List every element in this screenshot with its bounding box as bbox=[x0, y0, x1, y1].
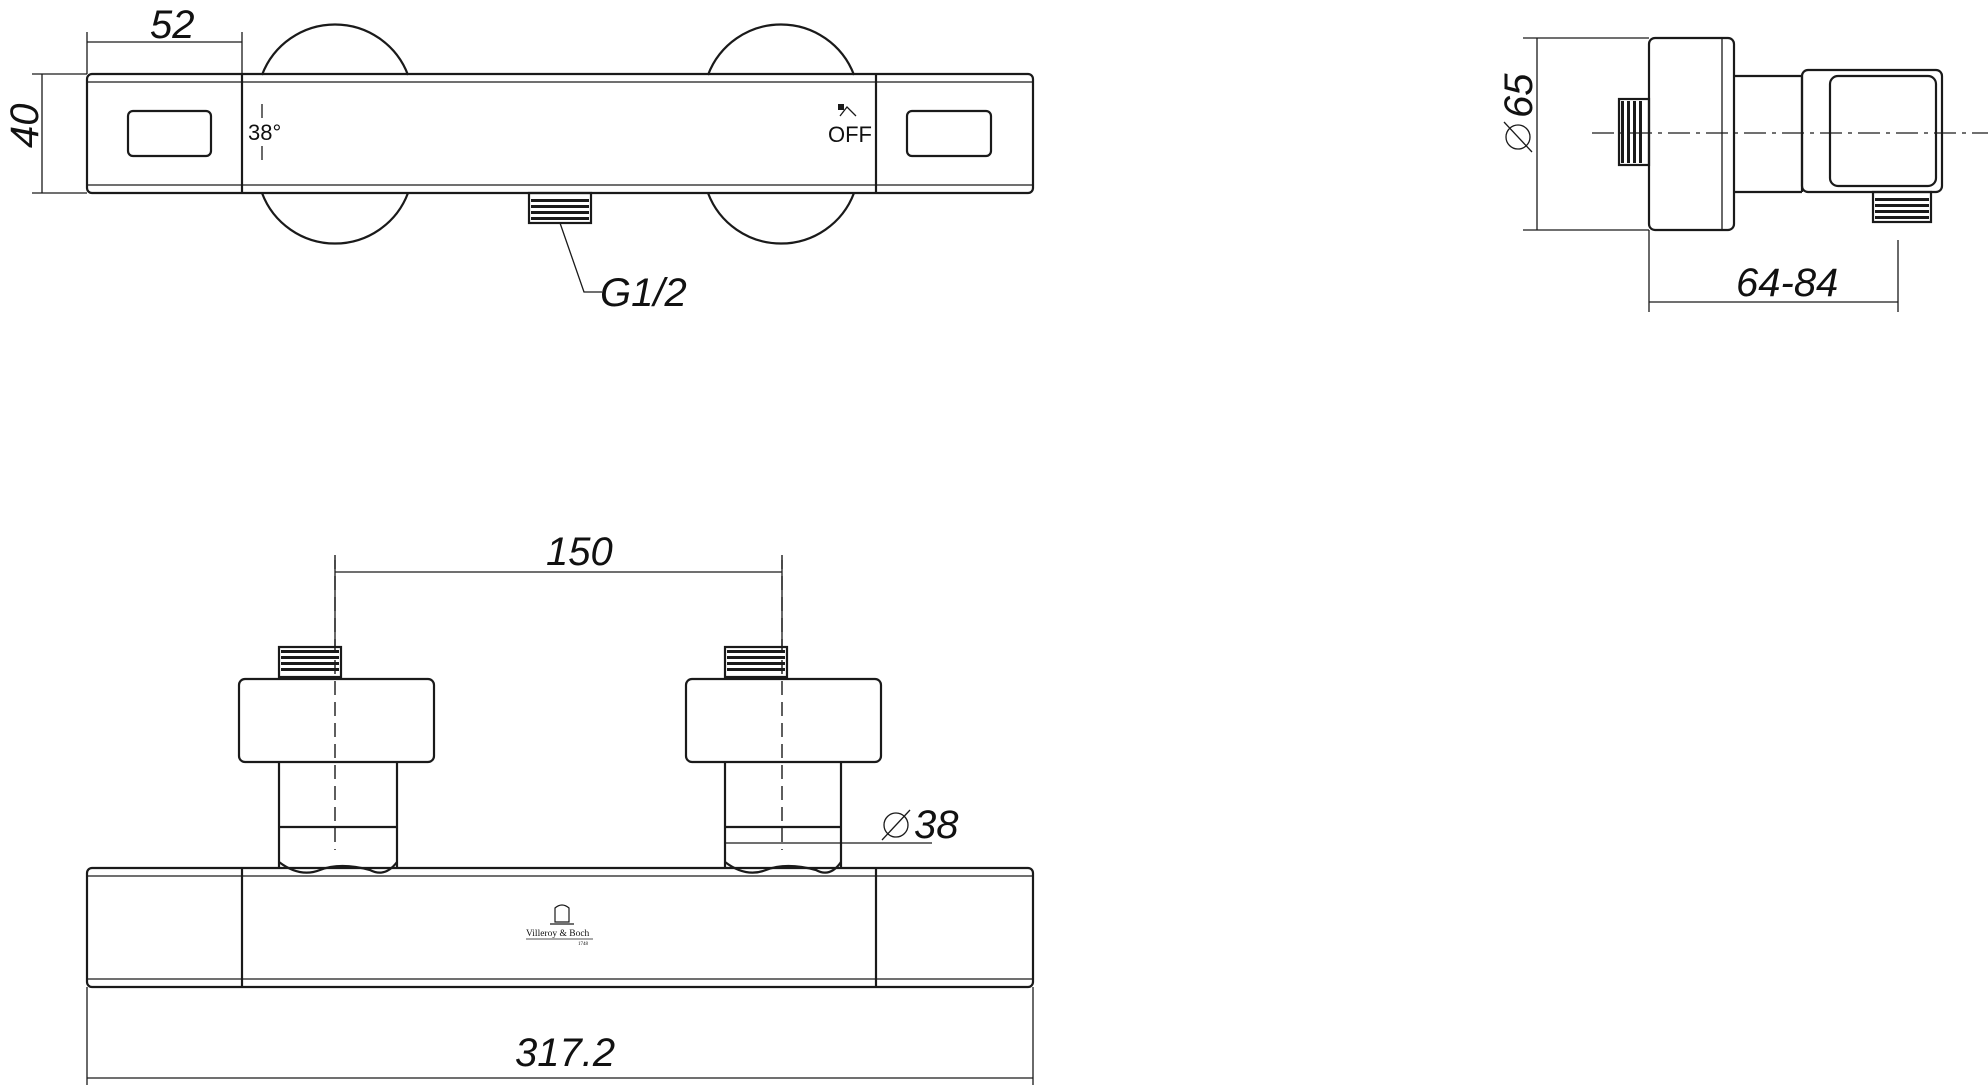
dim-38-text: 38 bbox=[914, 803, 959, 847]
body-top bbox=[85, 72, 1035, 195]
off-label: OFF bbox=[828, 122, 872, 147]
connector-right-weld bbox=[724, 861, 842, 874]
end-cap-right bbox=[905, 109, 993, 158]
handle-left-top-arc bbox=[260, 23, 410, 76]
side-body bbox=[1647, 36, 1736, 232]
end-cap-left bbox=[126, 109, 213, 158]
side-view: 65 64-84 bbox=[1497, 36, 1988, 312]
handle-right-bottom-arc bbox=[706, 192, 856, 245]
connector-left-weld bbox=[278, 861, 398, 874]
connector-right-thread-lines bbox=[727, 650, 785, 671]
front-view: Villeroy & Boch 1748 150 38 317.2 bbox=[85, 530, 1035, 1085]
temp-label: 38° bbox=[248, 120, 281, 145]
diameter-symbol-38 bbox=[883, 812, 909, 838]
connector-left-thread-lines bbox=[281, 650, 339, 671]
connector-right-thread bbox=[723, 645, 789, 679]
handle-right-top-arc bbox=[706, 23, 856, 76]
dim-40-text: 40 bbox=[3, 104, 47, 149]
brand-year: 1748 bbox=[578, 942, 589, 947]
dim-38-label: 38 bbox=[881, 803, 959, 847]
body-front bbox=[85, 866, 1035, 989]
dim-52-text: 52 bbox=[150, 3, 195, 47]
thread-leader bbox=[559, 222, 602, 293]
handle-left-bottom-arc bbox=[260, 192, 410, 245]
dim-65-label: 65 bbox=[1497, 73, 1541, 153]
dim-65-text: 65 bbox=[1497, 73, 1541, 118]
diameter-slash-38 bbox=[881, 809, 911, 841]
connector-left-thread bbox=[277, 645, 343, 679]
dim-6484-text: 64-84 bbox=[1736, 261, 1838, 305]
side-handle-face bbox=[1828, 74, 1938, 188]
diameter-slash bbox=[1503, 121, 1533, 153]
top-view: 38° OFF G1/2 52 40 bbox=[3, 3, 1035, 315]
brand-logo: Villeroy & Boch 1748 bbox=[526, 904, 593, 947]
dim-150-text: 150 bbox=[546, 530, 613, 574]
outlet-thread bbox=[531, 199, 589, 220]
shower-icon bbox=[839, 106, 857, 117]
side-thread-left-lines bbox=[1621, 101, 1642, 163]
connector-left-nut bbox=[237, 677, 436, 764]
brand-name: Villeroy & Boch bbox=[526, 929, 590, 939]
diameter-symbol bbox=[1505, 124, 1531, 150]
brand-emblem bbox=[554, 904, 570, 923]
thread-label: G1/2 bbox=[600, 271, 687, 315]
dim-3172-text: 317.2 bbox=[515, 1031, 615, 1075]
shower-icon-head bbox=[838, 104, 844, 110]
side-outlet-thread bbox=[1875, 198, 1929, 219]
connector-right-nut bbox=[684, 677, 883, 764]
side-handle bbox=[1800, 68, 1944, 194]
side-thread-left bbox=[1617, 97, 1651, 167]
side-outlet bbox=[1871, 190, 1933, 224]
